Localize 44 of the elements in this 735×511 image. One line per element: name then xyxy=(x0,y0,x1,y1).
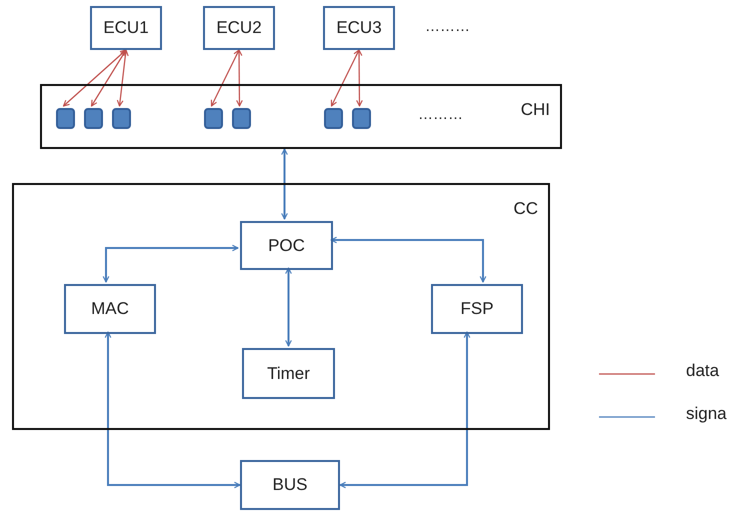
block-box xyxy=(240,221,333,270)
port-square xyxy=(84,108,103,129)
arrow xyxy=(62,49,127,107)
box-label: ECU2 xyxy=(216,18,262,38)
arrow xyxy=(104,331,241,488)
arrow xyxy=(339,331,470,488)
box-label: ECU1 xyxy=(103,18,149,38)
arrow xyxy=(90,49,127,107)
port-square xyxy=(232,108,251,129)
port-square xyxy=(352,108,371,129)
port-square xyxy=(112,108,131,129)
block-box xyxy=(323,6,395,50)
box-label: Timer xyxy=(267,364,310,384)
arrow xyxy=(330,236,486,283)
legend-label: data xyxy=(686,361,720,381)
legend-label: signa xyxy=(686,404,727,424)
arrow xyxy=(236,49,243,107)
block-box xyxy=(203,6,275,50)
block-box xyxy=(242,348,335,399)
box-label: MAC xyxy=(91,299,129,319)
arrow xyxy=(102,244,239,283)
container-box xyxy=(40,84,562,149)
port-square xyxy=(204,108,223,129)
arrow xyxy=(285,267,292,347)
arrow xyxy=(330,49,360,107)
ellipsis-text: ……… xyxy=(425,18,470,35)
arrow xyxy=(281,148,288,220)
port-square xyxy=(324,108,343,129)
ellipsis-text: ……… xyxy=(418,106,463,123)
block-box xyxy=(90,6,162,50)
container-box xyxy=(12,183,550,430)
block-box xyxy=(431,284,523,334)
arrow xyxy=(356,49,363,107)
port-square xyxy=(56,108,75,129)
box-label: FSP xyxy=(460,299,494,319)
box-label: CC xyxy=(513,199,538,219)
block-box xyxy=(64,284,156,334)
box-label: BUS xyxy=(272,475,308,495)
arrow xyxy=(210,49,240,107)
box-label: CHI xyxy=(520,100,550,120)
box-label: POC xyxy=(268,236,305,256)
arrow xyxy=(116,49,129,107)
box-label: ECU3 xyxy=(336,18,382,38)
block-box xyxy=(240,460,340,510)
